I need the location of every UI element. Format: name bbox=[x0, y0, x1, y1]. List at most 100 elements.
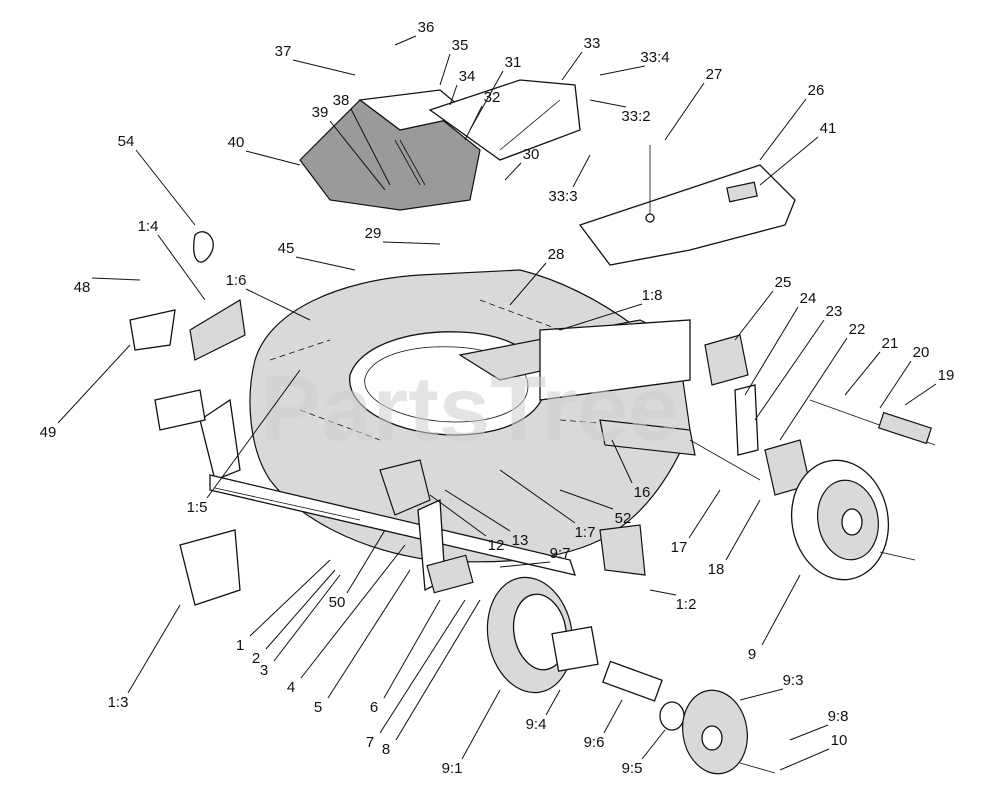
leader-18 bbox=[725, 499, 761, 561]
callout-2: 2 bbox=[252, 650, 260, 667]
callout-45: 45 bbox=[278, 240, 295, 257]
leader-6 bbox=[383, 599, 441, 699]
callout-49: 49 bbox=[40, 424, 57, 441]
callout-20: 20 bbox=[913, 344, 930, 361]
callout-34: 34 bbox=[459, 68, 476, 85]
callout-9-4: 9:4 bbox=[526, 716, 547, 733]
callout-5: 5 bbox=[314, 699, 322, 716]
callout-54: 54 bbox=[118, 133, 135, 150]
leader-7 bbox=[379, 599, 466, 734]
leader-lines bbox=[57, 35, 937, 771]
callout-30: 30 bbox=[523, 146, 540, 163]
leader-28 bbox=[509, 262, 547, 306]
callout-26: 26 bbox=[808, 82, 825, 99]
callout-21: 21 bbox=[882, 335, 899, 352]
callout-40: 40 bbox=[228, 134, 245, 151]
callout-23: 23 bbox=[826, 303, 843, 320]
leader-21 bbox=[844, 351, 881, 396]
callout-32: 32 bbox=[484, 89, 501, 106]
callout-7: 7 bbox=[366, 734, 374, 751]
leader-22 bbox=[779, 337, 848, 441]
leader-3 bbox=[273, 574, 341, 662]
leader-48 bbox=[91, 277, 141, 281]
leader-33-2 bbox=[589, 99, 627, 108]
leader-54 bbox=[135, 149, 196, 226]
leader-50 bbox=[346, 529, 386, 594]
side-shields bbox=[129, 231, 646, 606]
leader-19 bbox=[904, 383, 937, 406]
rear-wheel bbox=[790, 459, 916, 581]
leader-25 bbox=[734, 290, 774, 341]
callout-9-1: 9:1 bbox=[442, 760, 463, 777]
leader-41 bbox=[759, 136, 819, 186]
callout-9-8: 9:8 bbox=[828, 708, 849, 725]
leader-27 bbox=[664, 82, 705, 141]
leader-16 bbox=[611, 439, 633, 484]
callout-10: 10 bbox=[831, 732, 848, 749]
leader-35 bbox=[439, 53, 451, 86]
callout-3: 3 bbox=[260, 662, 268, 679]
callout-41: 41 bbox=[820, 120, 837, 137]
callout-33: 33 bbox=[584, 35, 601, 52]
callout-17: 17 bbox=[671, 539, 688, 556]
leader-1-8 bbox=[559, 303, 643, 331]
leader-34 bbox=[449, 84, 458, 106]
callout-13: 13 bbox=[512, 532, 529, 549]
callout-1-5: 1:5 bbox=[187, 499, 208, 516]
callout-19: 19 bbox=[938, 367, 955, 384]
leader-13 bbox=[444, 489, 511, 532]
leader-4 bbox=[300, 544, 406, 679]
callout-4: 4 bbox=[287, 679, 295, 696]
height-adjuster-right bbox=[704, 334, 811, 496]
callout-33-2: 33:2 bbox=[621, 108, 650, 125]
watermark: PartsTree bbox=[260, 358, 679, 460]
callout-36: 36 bbox=[418, 19, 435, 36]
callout-24: 24 bbox=[800, 290, 817, 307]
rear-door-assembly bbox=[299, 79, 581, 211]
callout-35: 35 bbox=[452, 37, 469, 54]
leader-1-6 bbox=[245, 288, 311, 321]
leader-36 bbox=[394, 35, 417, 46]
leader-10 bbox=[779, 748, 830, 771]
leader-1-2 bbox=[649, 589, 677, 596]
leader-1 bbox=[249, 559, 331, 637]
leader-38 bbox=[350, 108, 391, 186]
leader-31 bbox=[469, 70, 504, 131]
leader-33 bbox=[561, 51, 583, 81]
leader-9-1 bbox=[461, 689, 501, 760]
callout-28: 28 bbox=[548, 246, 565, 263]
leader-23 bbox=[754, 319, 825, 421]
leader-1-3 bbox=[127, 604, 181, 694]
callout-16: 16 bbox=[634, 484, 651, 501]
leader-9-7 bbox=[499, 561, 551, 568]
leader-9-4 bbox=[545, 689, 561, 716]
callout-50: 50 bbox=[329, 594, 346, 611]
callout-33-4: 33:4 bbox=[640, 49, 669, 66]
leader-40 bbox=[245, 150, 301, 166]
callout-1-8: 1:8 bbox=[642, 287, 663, 304]
height-adjuster-left bbox=[379, 459, 474, 594]
callout-1-2: 1:2 bbox=[676, 596, 697, 613]
callout-1-3: 1:3 bbox=[108, 694, 129, 711]
leader-1-7 bbox=[499, 469, 576, 524]
callout-12: 12 bbox=[488, 537, 505, 554]
callout-48: 48 bbox=[74, 279, 91, 296]
callout-38: 38 bbox=[333, 92, 350, 109]
leader-37 bbox=[292, 59, 356, 76]
leader-49 bbox=[57, 344, 131, 424]
leader-1-5 bbox=[206, 369, 301, 499]
front-wheel-assembly bbox=[486, 576, 776, 775]
callout-1-4: 1:4 bbox=[138, 218, 159, 235]
leader-9-3 bbox=[739, 688, 784, 701]
leader-32 bbox=[464, 105, 483, 141]
leader-9-5 bbox=[641, 729, 666, 760]
leader-9 bbox=[761, 574, 801, 646]
callout-9-3: 9:3 bbox=[783, 672, 804, 689]
leader-17 bbox=[688, 489, 721, 539]
callout-9-6: 9:6 bbox=[584, 734, 605, 751]
leader-33-4 bbox=[599, 65, 646, 76]
callout-37: 37 bbox=[275, 43, 292, 60]
